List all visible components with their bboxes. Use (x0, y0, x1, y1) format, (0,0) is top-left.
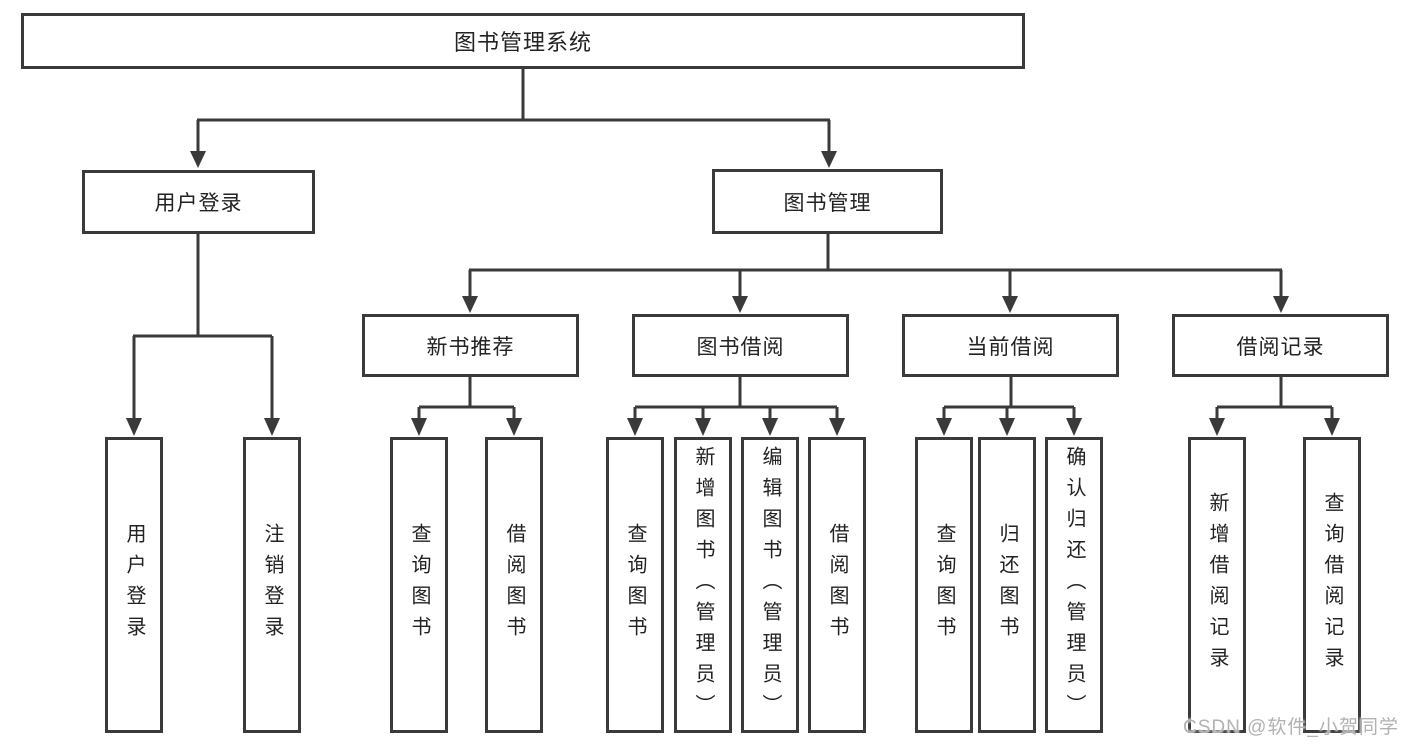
node-label: 查询图书 (624, 523, 646, 647)
leaf-borrow-books-newbook: 借阅图书 (485, 437, 543, 733)
leaf-confirm-return-admin: 确认归还（管理员） (1045, 437, 1103, 733)
leaf-query-borrow-record: 查询借阅记录 (1303, 437, 1361, 733)
node-label: 图书借阅 (696, 335, 785, 359)
node-label: 确认归还（管理员） (1063, 445, 1085, 725)
leaf-return-books: 归还图书 (978, 437, 1036, 733)
leaf-logout: 注销登录 (243, 437, 301, 733)
node-label: 归还图书 (996, 523, 1018, 647)
node-current-borrowing: 当前借阅 (902, 314, 1119, 377)
leaf-query-books-newbook: 查询图书 (390, 437, 448, 733)
node-label: 查询图书 (933, 523, 955, 647)
node-label: 借阅图书 (503, 523, 525, 647)
node-label: 查询借阅记录 (1321, 492, 1343, 678)
node-library-management-system: 图书管理系统 (21, 13, 1025, 69)
leaf-edit-books-admin: 编辑图书（管理员） (741, 437, 799, 733)
arrowheads (126, 151, 1340, 436)
node-label: 借阅记录 (1236, 335, 1325, 359)
node-label: 用户登录 (123, 523, 145, 647)
node-label: 新书推荐 (426, 335, 515, 359)
node-label: 当前借阅 (966, 335, 1055, 359)
node-label: 编辑图书（管理员） (759, 445, 781, 725)
leaf-query-books-borrow: 查询图书 (606, 437, 664, 733)
leaf-add-books-admin: 新增图书（管理员） (674, 437, 732, 733)
node-borrowing-records: 借阅记录 (1172, 314, 1389, 377)
leaf-add-borrow-record: 新增借阅记录 (1188, 437, 1246, 733)
node-book-management: 图书管理 (712, 169, 943, 234)
node-label: 用户登录 (154, 192, 243, 215)
node-label: 图书管理 (783, 191, 872, 215)
leaf-borrow-books: 借阅图书 (808, 437, 866, 733)
node-label: 图书管理系统 (453, 30, 592, 55)
leaf-query-books-current: 查询图书 (915, 437, 973, 733)
node-new-book-recommendation: 新书推荐 (362, 314, 579, 377)
csdn-watermark: CSDN @软件_小贺同学 (1183, 717, 1399, 738)
node-label: 借阅图书 (826, 523, 848, 647)
node-label: 新增借阅记录 (1206, 492, 1228, 678)
node-label: 查询图书 (408, 523, 430, 647)
node-user-login: 用户登录 (82, 170, 315, 234)
node-label: 注销登录 (261, 523, 283, 647)
node-label: 新增图书（管理员） (692, 445, 714, 725)
leaf-user-login: 用户登录 (105, 437, 163, 733)
node-book-borrowing: 图书借阅 (632, 314, 849, 377)
